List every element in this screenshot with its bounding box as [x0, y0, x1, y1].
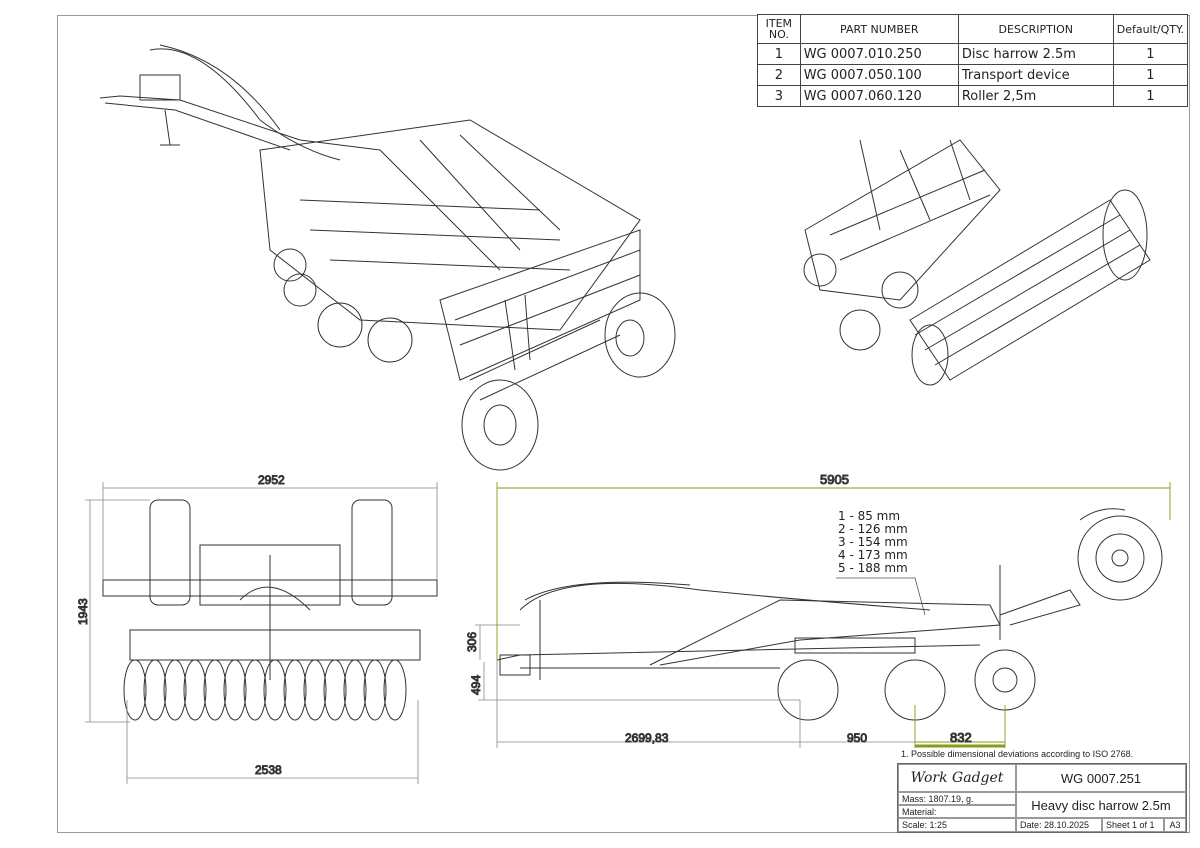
disc-blade	[243, 659, 267, 721]
cell-item: 2	[757, 64, 801, 86]
cell-qty: 1	[1112, 64, 1189, 86]
legend-item: 5 - 188 mm	[838, 561, 908, 575]
header-desc: DESCRIPTION	[957, 14, 1114, 44]
header-item: ITEM NO.	[757, 14, 801, 44]
disc-blade	[303, 659, 327, 721]
dim-side-d2: 950	[847, 731, 867, 745]
paper-size: A3	[1164, 818, 1186, 832]
scale: Scale: 1:25	[898, 818, 1016, 832]
sheet: Sheet 1 of 1	[1102, 818, 1164, 832]
dim-side-h1: 306	[465, 632, 479, 652]
cell-desc: Transport device	[957, 64, 1114, 86]
front-view	[102, 499, 438, 721]
disc-blade	[363, 659, 387, 721]
disc-blade	[223, 659, 247, 721]
dim-side-total: 5905	[820, 472, 849, 487]
title-block: Work Gadget WG 0007.251 Mass: 1807.19, g…	[897, 763, 1187, 833]
cell-part: WG 0007.010.250	[799, 43, 959, 65]
accent-dimension-lines	[496, 482, 1171, 748]
disc-blade	[163, 659, 187, 721]
side-view	[496, 508, 1163, 721]
dim-side-d1: 2699,83	[625, 731, 669, 745]
legend-item: 1 - 85 mm	[838, 509, 901, 523]
disc-blade	[323, 659, 347, 721]
cell-qty: 1	[1112, 85, 1189, 107]
legend-item: 2 - 126 mm	[838, 522, 908, 536]
cell-desc: Roller 2,5m	[957, 85, 1114, 107]
disc-blade	[383, 659, 407, 721]
disc-blade	[203, 659, 227, 721]
company-name: Work Gadget	[898, 764, 1016, 792]
cell-qty: 1	[1112, 43, 1189, 65]
disc-blade	[123, 659, 147, 721]
drawing-title: Heavy disc harrow 2.5m	[1016, 792, 1186, 818]
cell-item: 3	[757, 85, 801, 107]
cell-part: WG 0007.050.100	[799, 64, 959, 86]
tolerance-note: 1. Possible dimensional deviations accor…	[901, 749, 1134, 759]
drawing-border	[57, 15, 1190, 833]
disc-blade	[343, 659, 367, 721]
dim-front-width: 2952	[258, 473, 285, 487]
isometric-view-harrow	[803, 139, 1151, 386]
material: Material:	[898, 805, 1016, 818]
dimension-lines	[85, 482, 915, 784]
cell-item: 1	[757, 43, 801, 65]
drawing-number: WG 0007.251	[1016, 764, 1186, 792]
header-qty: Default/QTY.	[1112, 14, 1189, 44]
legend-leader	[836, 577, 926, 616]
cell-part: WG 0007.060.120	[799, 85, 959, 107]
legend-item: 3 - 154 mm	[838, 535, 908, 549]
disc-size-legend: 1 - 85 mm 2 - 126 mm 3 - 154 mm 4 - 173 …	[838, 510, 908, 575]
cell-desc: Disc harrow 2.5m	[957, 43, 1114, 65]
date: Date: 28.10.2025	[1016, 818, 1102, 832]
dim-front-height: 1943	[76, 598, 90, 625]
dim-front-disc-width: 2538	[255, 763, 282, 777]
dim-side-h2: 494	[469, 675, 483, 695]
isometric-view-assembly	[99, 44, 676, 471]
header-part: PART NUMBER	[799, 14, 959, 44]
dim-side-d3: 832	[950, 730, 972, 745]
bill-of-materials: ITEM NO. PART NUMBER DESCRIPTION Default…	[757, 14, 1189, 107]
disc-blade	[143, 659, 167, 721]
mass: Mass: 1807.19, g.	[898, 792, 1016, 805]
disc-blade	[283, 659, 307, 721]
disc-blade	[263, 659, 287, 721]
disc-blade	[183, 659, 207, 721]
legend-item: 4 - 173 mm	[838, 548, 908, 562]
